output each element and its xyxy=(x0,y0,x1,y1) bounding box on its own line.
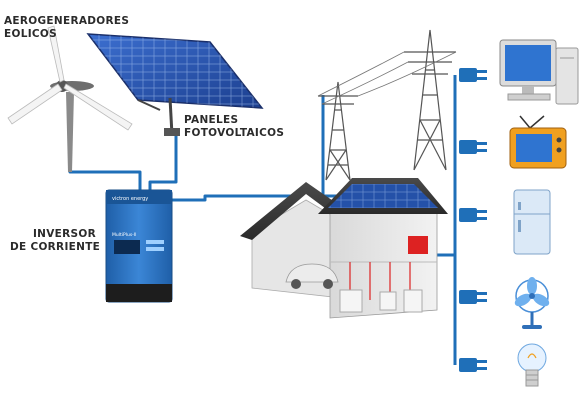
inverter-label: INVERSOR DE CORRIENTE xyxy=(10,228,101,254)
solar-panels-label: PANELES FOTOVOLTAICOS xyxy=(184,114,284,140)
fan-icon xyxy=(514,277,550,329)
wind-turbine-label-line1: AEROGENERADORES xyxy=(4,15,130,27)
solar-panels-label-line1: PANELES xyxy=(184,114,239,126)
solar-panels-label-line2: FOTOVOLTAICOS xyxy=(184,127,285,139)
transmission-towers xyxy=(317,29,457,181)
car-icon xyxy=(285,263,339,283)
plug-icon xyxy=(459,68,487,82)
wind-turbine-label-line2: EOLICOS xyxy=(4,28,57,40)
cables xyxy=(68,75,457,365)
plug-icon xyxy=(459,208,487,222)
wind-turbine-label: AEROGENERADORES EOLICOS xyxy=(4,15,129,41)
outlet-plugs xyxy=(459,68,487,372)
cable-house-bus xyxy=(437,253,457,365)
house-fuse-box xyxy=(408,236,428,254)
inverter-brand-label: victron energy xyxy=(112,196,148,202)
inverter-model-label: MultiPlus-II xyxy=(112,232,136,238)
cable-inverter-to-grid xyxy=(170,194,300,202)
solar-panel-array xyxy=(86,33,264,136)
plug-icon xyxy=(459,358,487,372)
plug-icon xyxy=(459,290,487,304)
refrigerator-icon xyxy=(513,189,551,255)
house xyxy=(240,178,448,319)
light-bulb-icon xyxy=(517,343,547,387)
television-icon xyxy=(509,115,567,169)
plug-icon xyxy=(459,140,487,154)
inverter-device xyxy=(105,189,173,303)
cable-wind-to-inverter xyxy=(68,140,142,190)
inverter-label-line1: INVERSOR xyxy=(32,228,96,240)
cable-panels-to-inverter xyxy=(148,135,178,190)
inverter-label-line2: DE CORRIENTE xyxy=(10,241,101,253)
computer-icon xyxy=(499,39,579,105)
wind-turbine xyxy=(7,25,133,172)
